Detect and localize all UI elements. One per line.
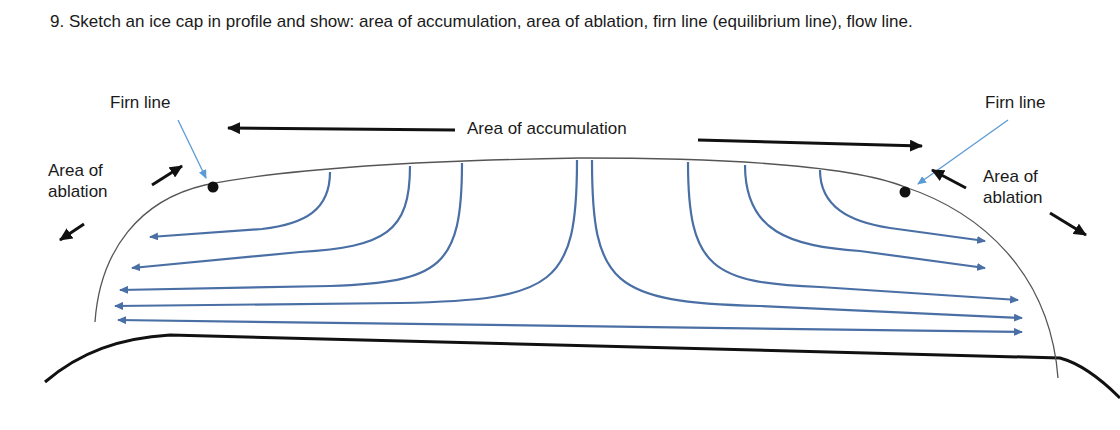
- direction-arrow: [60, 224, 84, 240]
- firn-line-dot: [900, 187, 911, 198]
- bedrock-line: [45, 335, 1120, 398]
- zone-label: Area of accumulation: [463, 118, 631, 139]
- direction-arrow: [152, 166, 182, 185]
- direction-arrow: [932, 170, 966, 188]
- zone-label: Area of ablation: [48, 160, 140, 203]
- question-heading: 9. Sketch an ice cap in profile and show…: [50, 10, 1070, 35]
- firn-line-label: Firn line: [985, 92, 1045, 113]
- firn-line-dot: [208, 182, 219, 193]
- flow-lines: [115, 160, 1022, 332]
- direction-arrow: [228, 128, 455, 130]
- zone-label: Area of ablation: [983, 166, 1075, 209]
- direction-arrow: [1050, 213, 1086, 235]
- direction-arrow: [698, 140, 922, 146]
- ice-surface: [95, 158, 1058, 378]
- firn-line-label: Firn line: [110, 92, 170, 113]
- leader-line: [178, 120, 206, 178]
